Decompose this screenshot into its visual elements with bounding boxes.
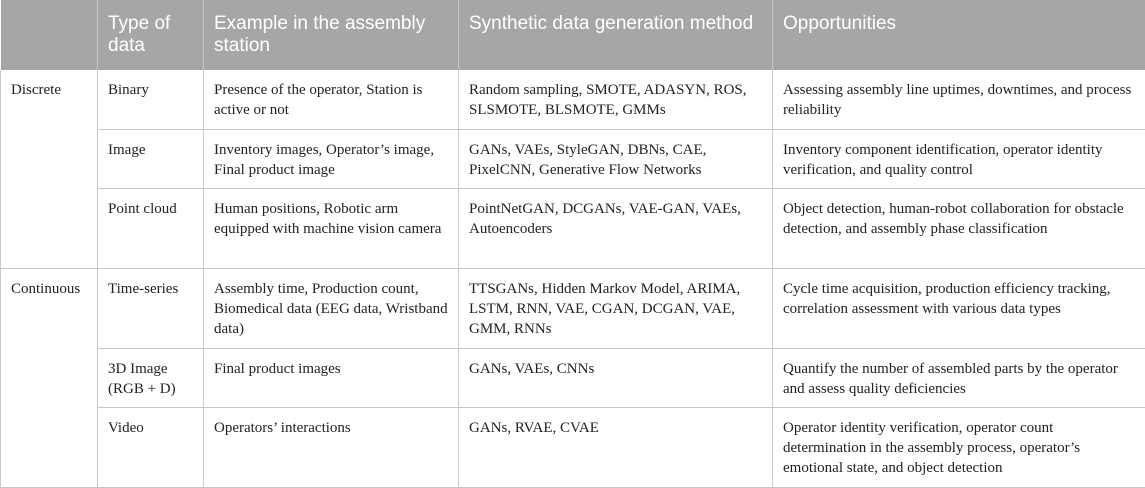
header-group: [1, 0, 98, 70]
cell-type: 3D Image (RGB + D): [97, 348, 204, 408]
cell-opportunities: Operator identity verification, operator…: [772, 407, 1145, 488]
group-label-continuous: Continuous: [0, 268, 98, 488]
cell-opportunities: Cycle time acquisition, production effic…: [772, 268, 1145, 349]
table-row: Discrete Binary Presence of the operator…: [0, 70, 1145, 269]
header-example: Example in the assembly station: [203, 0, 459, 70]
cell-example: Human positions, Robotic arm equipped wi…: [203, 188, 459, 269]
cell-type: Binary: [97, 70, 204, 130]
group-label-discrete: Discrete: [0, 70, 98, 269]
cell-method: GANs, VAEs, CNNs: [458, 348, 773, 408]
cell-opportunities: Assessing assembly line uptimes, downtim…: [772, 70, 1145, 130]
cell-type: Image: [97, 129, 204, 189]
cell-opportunities: Quantify the number of assembled parts b…: [772, 348, 1145, 408]
header-type: Type of data: [97, 0, 204, 70]
cell-type: Time-series: [97, 268, 204, 349]
cell-method: PointNetGAN, DCGANs, VAE-GAN, VAEs, Auto…: [458, 188, 773, 269]
table-row: Continuous Time-series Assembly time, Pr…: [0, 268, 1145, 488]
cell-opportunities: Object detection, human-robot collaborat…: [772, 188, 1145, 269]
cell-example: Inventory images, Operator’s image, Fina…: [203, 129, 459, 189]
table-row: Point cloud Human positions, Robotic arm…: [1, 188, 1145, 269]
cell-example: Presence of the operator, Station is act…: [203, 70, 459, 130]
cell-method: GANs, VAEs, StyleGAN, DBNs, CAE, PixelCN…: [458, 129, 773, 189]
cell-example: Operators’ interactions: [203, 407, 459, 488]
table-row: Video Operators’ interactions GANs, RVAE…: [1, 407, 1145, 488]
header-row: Type of data Example in the assembly sta…: [0, 0, 1145, 70]
cell-method: TTSGANs, Hidden Markov Model, ARIMA, LST…: [458, 268, 773, 349]
table-row: Image Inventory images, Operator’s image…: [1, 129, 1145, 189]
table-row: 3D Image (RGB + D) Final product images …: [1, 348, 1145, 408]
cell-method: Random sampling, SMOTE, ADASYN, ROS, SLS…: [458, 70, 773, 130]
header-method: Synthetic data generation method: [458, 0, 773, 70]
cell-method: GANs, RVAE, CVAE: [458, 407, 773, 488]
cell-example: Final product images: [203, 348, 459, 408]
header-opportunities: Opportunities: [772, 0, 1145, 70]
cell-type: Video: [97, 407, 204, 488]
cell-example: Assembly time, Production count, Biomedi…: [203, 268, 459, 349]
cell-opportunities: Inventory component identification, oper…: [772, 129, 1145, 189]
cell-type: Point cloud: [97, 188, 204, 269]
